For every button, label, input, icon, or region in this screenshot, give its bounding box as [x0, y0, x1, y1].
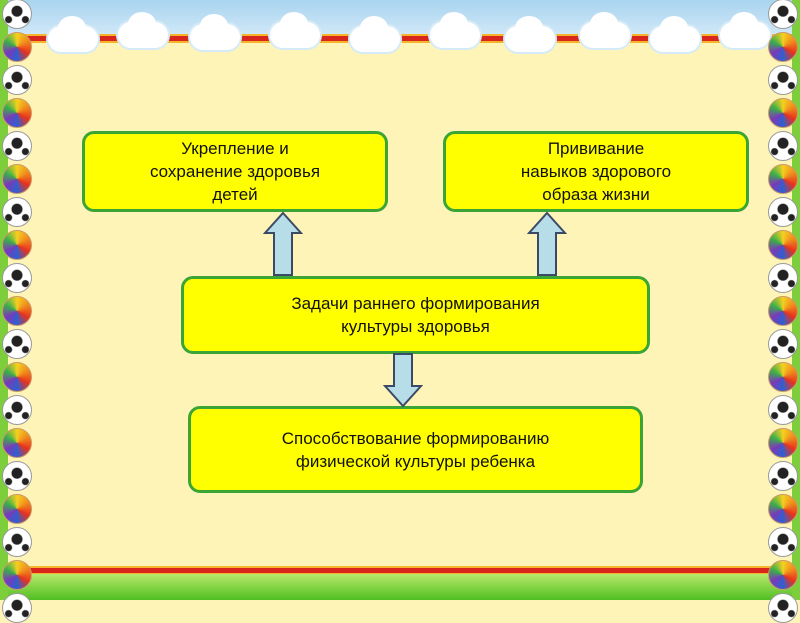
- soccer-ball-icon: [2, 527, 32, 557]
- soccer-ball-icon: [768, 131, 798, 161]
- box-strengthen-health: Укрепление и сохранение здоровья детей: [82, 131, 388, 212]
- arrow-down: [383, 353, 423, 408]
- soccer-ball-icon: [768, 395, 798, 425]
- arrow-up-right: [527, 211, 567, 276]
- soccer-ball-icon: [2, 131, 32, 161]
- arrow-up-left: [263, 211, 303, 276]
- soccer-ball-icon: [2, 197, 32, 227]
- cloud: [270, 12, 320, 48]
- soccer-ball-icon: [768, 65, 798, 95]
- soccer-ball-icon: [2, 593, 32, 623]
- right-ball-border: [766, 0, 800, 623]
- box-promote-culture: Способствование формированию физической …: [188, 406, 643, 493]
- soccer-ball-icon: [2, 395, 32, 425]
- beach-ball-icon: [2, 98, 32, 128]
- soccer-ball-icon: [768, 527, 798, 557]
- beach-ball-icon: [2, 296, 32, 326]
- beach-ball-icon: [768, 494, 798, 524]
- soccer-ball-icon: [2, 329, 32, 359]
- beach-ball-icon: [768, 428, 798, 458]
- soccer-ball-icon: [2, 461, 32, 491]
- cloud: [580, 12, 630, 48]
- beach-ball-icon: [768, 230, 798, 260]
- top-stripe: [0, 34, 800, 43]
- beach-ball-icon: [2, 428, 32, 458]
- cloud: [650, 16, 700, 52]
- soccer-ball-icon: [2, 65, 32, 95]
- soccer-ball-icon: [768, 593, 798, 623]
- beach-ball-icon: [768, 164, 798, 194]
- cloud: [190, 14, 240, 50]
- soccer-ball-icon: [768, 0, 798, 29]
- box-tasks: Задачи раннего формирования культуры здо…: [181, 276, 650, 354]
- cloud: [720, 12, 770, 48]
- left-ball-border: [0, 0, 34, 623]
- beach-ball-icon: [2, 362, 32, 392]
- cloud: [505, 16, 555, 52]
- beach-ball-icon: [2, 32, 32, 62]
- beach-ball-icon: [2, 230, 32, 260]
- soccer-ball-icon: [2, 263, 32, 293]
- grass: [0, 574, 800, 600]
- soccer-ball-icon: [768, 263, 798, 293]
- cloud: [430, 12, 480, 48]
- soccer-ball-icon: [768, 197, 798, 227]
- beach-ball-icon: [768, 98, 798, 128]
- cloud: [48, 16, 98, 52]
- beach-ball-icon: [768, 362, 798, 392]
- beach-ball-icon: [768, 32, 798, 62]
- beach-ball-icon: [768, 560, 798, 590]
- box-instill-habits: Прививание навыков здорового образа жизн…: [443, 131, 749, 212]
- soccer-ball-icon: [768, 461, 798, 491]
- beach-ball-icon: [768, 296, 798, 326]
- beach-ball-icon: [2, 560, 32, 590]
- beach-ball-icon: [2, 164, 32, 194]
- cloud: [350, 16, 400, 52]
- soccer-ball-icon: [2, 0, 32, 29]
- cloud: [118, 12, 168, 48]
- beach-ball-icon: [2, 494, 32, 524]
- soccer-ball-icon: [768, 329, 798, 359]
